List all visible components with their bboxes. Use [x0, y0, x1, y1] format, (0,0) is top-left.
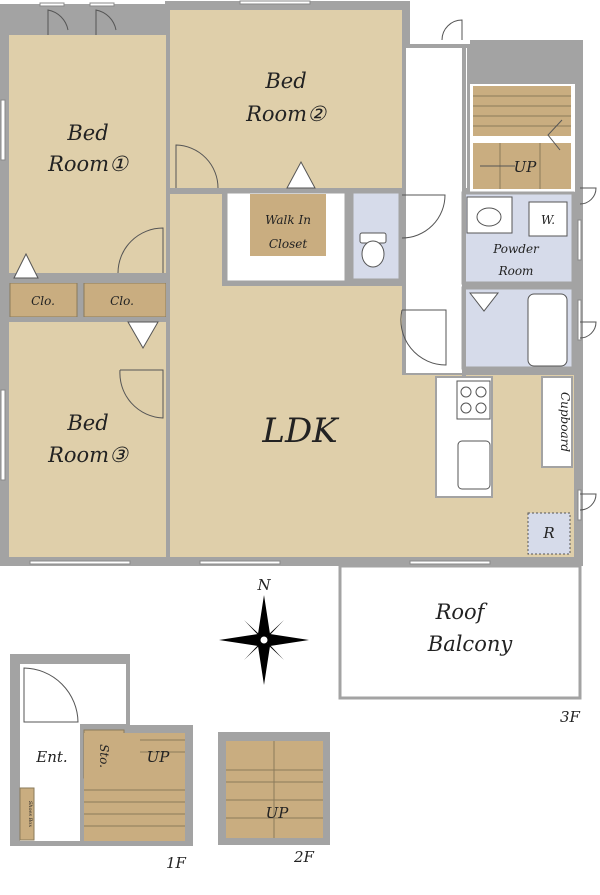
bedroom-3-label-line1: Bed	[66, 411, 108, 435]
bedroom-3	[9, 322, 166, 557]
closet-right-label: Clo.	[110, 294, 134, 308]
entrance-label: Ent.	[35, 748, 67, 766]
floor-label-3f: 3F	[560, 708, 581, 726]
compass-north-label: N	[256, 576, 271, 594]
stair-3f-top	[473, 86, 571, 136]
bedroom-2	[170, 10, 402, 188]
kitchen-sink	[457, 440, 491, 490]
stair-1f-up-label: UP	[147, 748, 171, 766]
washer-space	[528, 201, 568, 237]
cupboard	[541, 376, 573, 468]
bedroom-2-label-line1: Bed	[264, 69, 306, 93]
walk-in-closet-label-line2: Closet	[269, 237, 308, 251]
stair-3f-arrow	[547, 119, 563, 151]
bedroom-3-label-line2: Room③	[47, 443, 129, 467]
refrigerator-label: R	[542, 524, 554, 542]
ldk-label: LDK	[261, 411, 340, 451]
stair-2f-up-label: UP	[266, 804, 290, 822]
powder-room-label-line1: Powder	[492, 242, 540, 256]
triangle-markers	[13, 160, 500, 350]
burner-1	[460, 386, 472, 398]
bathtub	[527, 293, 568, 367]
stair-2f-treads	[226, 741, 323, 838]
cupboard-label: Cupboard	[558, 392, 572, 452]
bedroom-1-label-line2: Room①	[47, 152, 129, 176]
burner-3	[460, 402, 472, 414]
bedroom-1-label-line1: Bed	[66, 121, 108, 145]
stair-1f	[84, 733, 185, 841]
north-compass	[219, 595, 309, 685]
burner-2	[475, 386, 487, 398]
burner-4	[475, 402, 487, 414]
windows	[0, 0, 582, 565]
powder-room-label-line2: Room	[498, 264, 534, 278]
walk-in-closet-label-line1: Walk In	[265, 213, 311, 227]
shoes-box-1f	[19, 787, 35, 841]
bedroom-1	[9, 35, 166, 273]
refrigerator	[527, 512, 571, 555]
floor-label-1f: 1F	[166, 854, 187, 872]
roof-balcony-label-line2: Balcony	[427, 632, 514, 656]
bedroom-2-label-line2: Room②	[245, 102, 327, 126]
door-swing-1f	[23, 667, 79, 723]
stair-3f-treads	[473, 95, 571, 189]
door-swings	[47, 9, 597, 511]
closet-left-label: Clo.	[31, 294, 55, 308]
stove	[456, 380, 491, 420]
toilet-bowl	[361, 240, 385, 268]
roof-balcony-label-line1: Roof	[435, 600, 488, 624]
hallway-upper	[405, 48, 467, 188]
interior-walls	[9, 10, 466, 557]
sink	[476, 207, 502, 227]
roof-balcony	[338, 564, 582, 700]
shoes-box-label: Shoes Box	[27, 801, 33, 827]
stair-3f-up-label: UP	[514, 158, 538, 176]
entrance-hall-1f	[20, 664, 126, 724]
storage-label: Sto.	[97, 744, 111, 768]
washer-label: W.	[541, 213, 555, 227]
stair-1f-treads	[84, 739, 185, 827]
floor-label-2f: 2F	[293, 848, 315, 866]
walk-in-closet-core	[250, 194, 326, 256]
